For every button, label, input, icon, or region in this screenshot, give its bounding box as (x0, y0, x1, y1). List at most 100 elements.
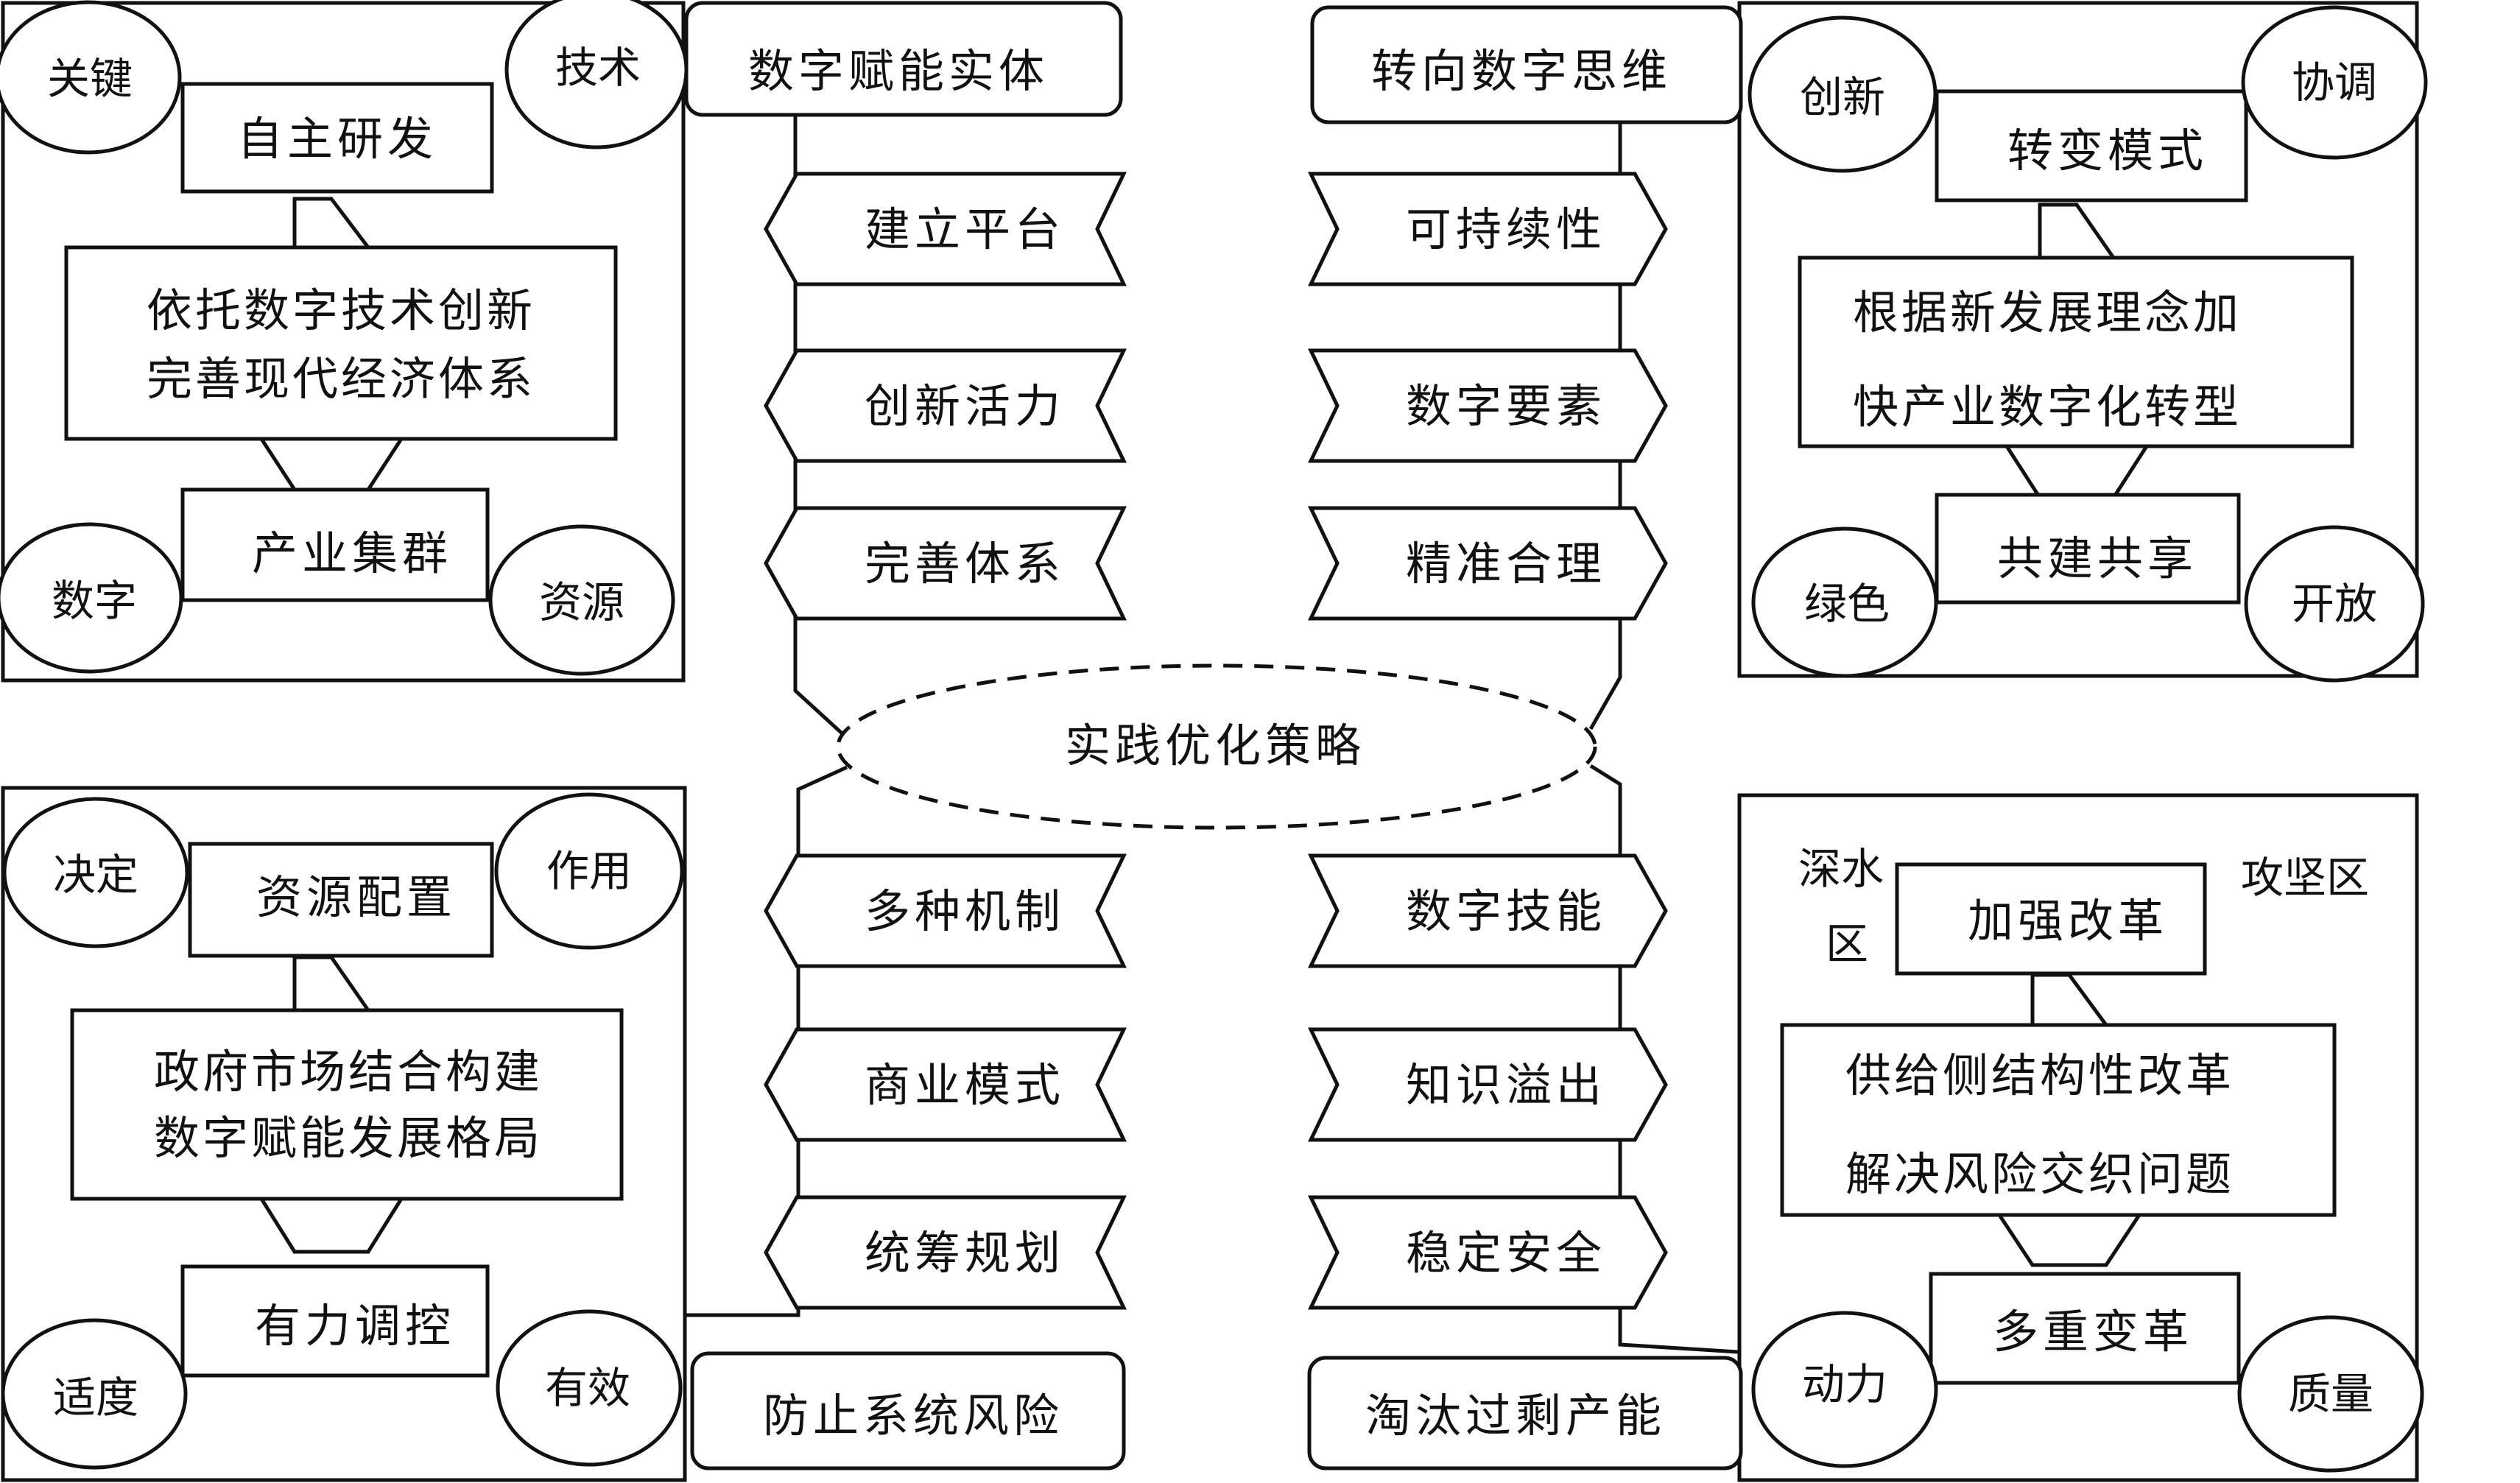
left-item-label: 建立平台 (865, 202, 1065, 256)
right-item-label: 可持续性 (1406, 202, 1606, 256)
ellipse-bottom-left (1751, 526, 1938, 678)
bottom-box-label: 产业集群 (252, 526, 452, 580)
double-arrow-up (261, 955, 401, 1012)
quadrant-bottom-left: 资源配置 政府市场结合构建 数字赋能发展格局 有力调控 决定 作用 适度 有效 (1, 786, 687, 1482)
center-ellipse: 实践优化策略 (836, 663, 1597, 830)
ellipse-bottom-left (1, 1318, 188, 1470)
top-box (1935, 89, 2248, 202)
left-footer-box (690, 1351, 1126, 1470)
right-item-banner (1308, 1027, 1668, 1142)
ellipse-bottom-right (2244, 525, 2425, 683)
right-item-label: 数字技能 (1406, 884, 1606, 938)
right-item-banner (1308, 1195, 1668, 1310)
left-item-banner (764, 1027, 1127, 1142)
right-footer-label: 淘汰过剩产能 (1365, 1389, 1666, 1443)
ellipse-bottom-left (1751, 1311, 1938, 1468)
deep-water-label-line2: 区 (1826, 919, 1868, 969)
ellipse-top-right (494, 792, 684, 950)
right-upper-connector (1588, 116, 1622, 730)
ellipse-label: 协调 (2292, 57, 2377, 108)
left-item-label: 统筹规划 (865, 1226, 1065, 1280)
ellipse-label: 资源 (539, 577, 624, 627)
top-box-label: 自主研发 (237, 112, 437, 166)
bottom-box (1929, 1272, 2241, 1385)
ellipse-label: 创新 (1800, 72, 1885, 122)
left-item-label: 完善体系 (865, 537, 1065, 591)
left-item-label: 商业模式 (865, 1058, 1065, 1112)
top-box (188, 842, 494, 958)
ellipse-label: 绿色 (1804, 579, 1890, 629)
quadrant-top-right: 转变模式 根据新发展理念加 快产业数字化转型 共建共享 创新 协调 绿色 开放 (1737, 1, 2428, 683)
right-item-label: 知识溢出 (1406, 1058, 1606, 1112)
bottom-box (1935, 493, 2241, 605)
ellipse-label: 动力 (1802, 1359, 1887, 1409)
top-box (180, 82, 494, 194)
ellipse-label: 作用 (546, 846, 632, 896)
ellipse-bottom-right (488, 524, 675, 676)
quadrant-frame (1737, 1, 2419, 678)
top-box-label: 资源配置 (256, 870, 457, 924)
main-box-line2: 数字赋能发展格局 (154, 1111, 543, 1165)
ellipse-bottom-left (0, 522, 183, 674)
ellipse-top-right (2241, 5, 2428, 160)
quadrant-frame (1, 786, 687, 1482)
ellipse-label: 关键 (47, 54, 133, 104)
left-upper-connector (793, 116, 848, 739)
right-item-label: 数字要素 (1406, 379, 1606, 433)
column-caps: 数字赋能实体 转向数字思维 防止系统风险 淘汰过剩产能 (684, 1, 1743, 1470)
left-header-box (684, 1, 1123, 117)
right-item-banner (1308, 506, 1668, 621)
top-box-label: 加强改革 (1968, 894, 2168, 948)
ellipse-label: 技术 (555, 43, 641, 93)
double-arrow-up (261, 197, 401, 250)
left-footer-label: 防止系统风险 (763, 1389, 1063, 1443)
bottom-box-label: 多重变革 (1993, 1305, 2193, 1359)
bottom-box (180, 487, 490, 602)
right-item-label: 稳定安全 (1406, 1226, 1606, 1280)
hard-zone-label: 攻坚区 (2241, 853, 2369, 903)
double-arrow-down (258, 1197, 405, 1254)
ellipse-label: 决定 (53, 850, 138, 900)
ellipse-label: 有效 (545, 1363, 630, 1413)
double-arrow-up (1999, 973, 2139, 1027)
bottom-box-label: 有力调控 (255, 1299, 455, 1353)
top-box-label: 转变模式 (2007, 124, 2208, 177)
main-box-line1: 政府市场结合构建 (154, 1045, 543, 1099)
ellipse-label: 适度 (53, 1373, 138, 1423)
ellipse-label: 数字 (52, 576, 137, 626)
right-item-banner (1308, 172, 1668, 286)
left-header-label: 数字赋能实体 (748, 44, 1049, 98)
left-item-banner (764, 172, 1127, 286)
right-footer-box (1307, 1356, 1743, 1470)
ellipse-top-left (1748, 15, 1937, 173)
bottom-box-label: 共建共享 (1997, 532, 2197, 585)
main-box-line2: 快产业数字化转型 (1853, 380, 2242, 434)
double-arrow-down (1996, 1213, 2143, 1267)
deep-water-label-line1: 深水 (1798, 844, 1884, 894)
left-item-banner (764, 348, 1127, 463)
center-ellipse-shape (836, 663, 1597, 830)
double-arrow-down (2003, 444, 2150, 500)
ellipse-label: 开放 (2292, 579, 2377, 629)
main-box (64, 245, 618, 441)
bottom-box (180, 1264, 490, 1378)
left-item-banner (764, 1195, 1127, 1310)
left-item-label: 创新活力 (865, 379, 1065, 433)
ellipse-top-left (2, 797, 189, 948)
right-item-label: 精准合理 (1406, 537, 1606, 591)
main-box (1780, 1023, 2337, 1217)
top-box (1895, 862, 2207, 976)
right-header-box (1310, 5, 1743, 124)
double-arrow-up (2007, 202, 2147, 260)
quadrant-top-left: 自主研发 依托数字技术创新 完善现代经济体系 产业集群 关键 技术 数字 资源 (0, 0, 689, 683)
main-box-line1: 根据新发展理念加 (1853, 286, 2242, 339)
ellipse-top-left (0, 0, 182, 155)
left-item-banner (764, 853, 1127, 968)
main-box-line2: 完善现代经济体系 (147, 352, 535, 406)
ellipse-label: 质量 (2288, 1369, 2373, 1419)
right-header-label: 转向数字思维 (1371, 44, 1672, 98)
ellipse-bottom-right (496, 1309, 683, 1467)
